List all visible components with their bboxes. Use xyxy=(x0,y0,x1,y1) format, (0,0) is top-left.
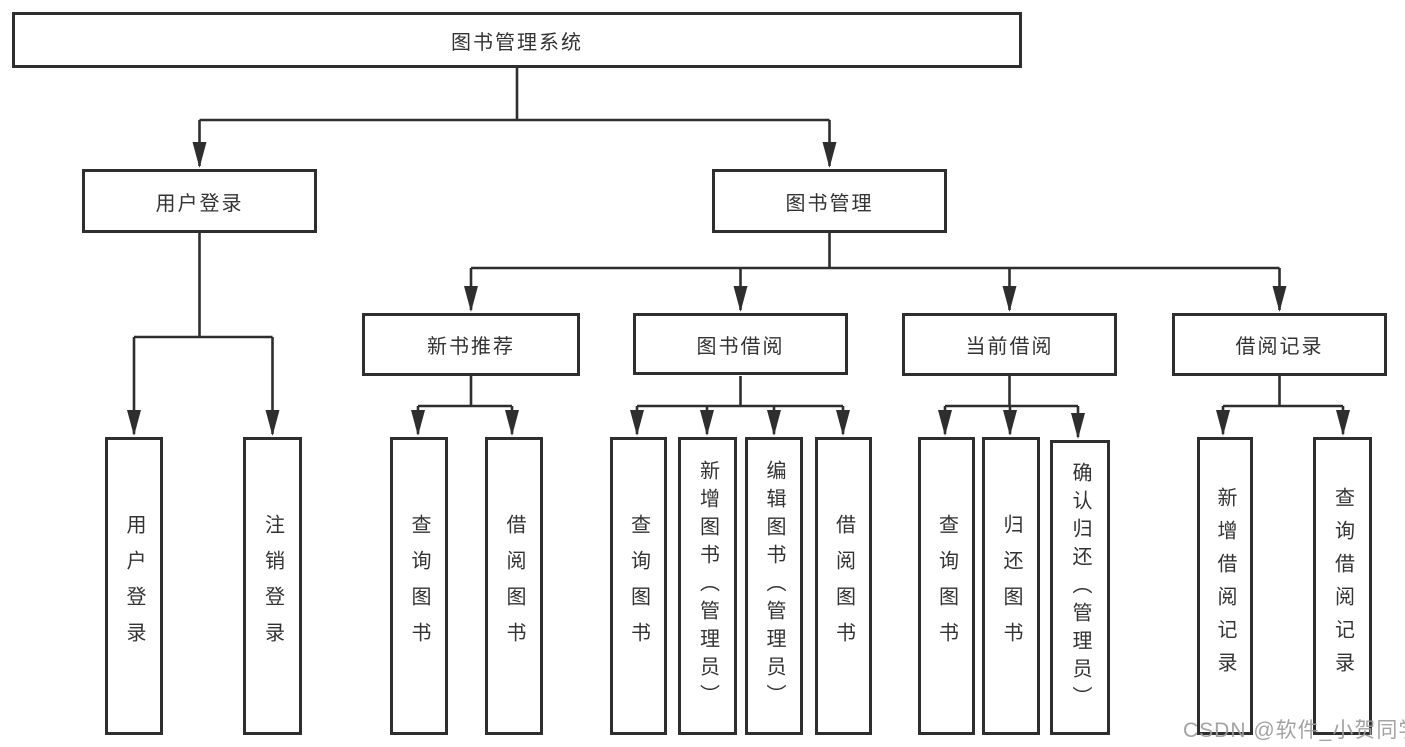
leaf-query-borrow-record-label: 查询借阅记录 xyxy=(1331,487,1354,685)
leaf-newbooks-query-books-label: 查询图书 xyxy=(408,514,430,658)
node-user-login: 用户登录 xyxy=(82,169,317,233)
leaf-add-borrow-record-label: 新增借阅记录 xyxy=(1214,487,1236,685)
leaf-edit-books-admin: 编辑图书（管理员） xyxy=(745,437,803,735)
leaf-borrowing-query-books: 查询图书 xyxy=(610,437,667,735)
arrowheads xyxy=(127,142,1350,439)
leaf-add-books-admin-label: 新增图书（管理员） xyxy=(696,460,719,712)
leaf-return-books: 归还图书 xyxy=(982,437,1040,735)
leaf-return-books-label: 归还图书 xyxy=(1000,514,1022,658)
node-current-borrowing-label: 当前借阅 xyxy=(965,336,1054,358)
node-new-book-recommend-label: 新书推荐 xyxy=(427,336,515,358)
node-current-borrowing: 当前借阅 xyxy=(902,313,1117,376)
leaf-borrowing-borrow-books-label: 借阅图书 xyxy=(832,514,855,658)
leaf-confirm-return-admin: 确认归还（管理员） xyxy=(1050,440,1110,735)
node-book-borrowing: 图书借阅 xyxy=(633,313,848,375)
node-borrowing-records-label: 借阅记录 xyxy=(1235,336,1324,358)
node-borrowing-records: 借阅记录 xyxy=(1172,313,1387,376)
leaf-user-login: 用户登录 xyxy=(105,437,163,735)
leaf-logout: 注销登录 xyxy=(243,437,302,735)
node-root: 图书管理系统 xyxy=(12,12,1022,68)
leaf-newbooks-borrow-books: 借阅图书 xyxy=(485,437,543,735)
node-user-login-label: 用户登录 xyxy=(155,192,244,215)
node-book-borrowing-label: 图书借阅 xyxy=(696,335,785,358)
leaf-current-query-books-label: 查询图书 xyxy=(935,514,958,658)
leaf-add-borrow-record: 新增借阅记录 xyxy=(1197,437,1253,735)
node-book-management: 图书管理 xyxy=(712,169,947,233)
leaf-add-books-admin: 新增图书（管理员） xyxy=(678,437,737,735)
csdn-watermark: CSDN @软件_小贺同学 xyxy=(1183,719,1405,742)
leaf-borrowing-query-books-label: 查询图书 xyxy=(627,514,650,658)
leaf-logout-label: 注销登录 xyxy=(261,514,284,658)
leaf-user-login-label: 用户登录 xyxy=(123,514,145,658)
leaf-newbooks-borrow-books-label: 借阅图书 xyxy=(503,514,525,658)
leaf-borrowing-borrow-books: 借阅图书 xyxy=(815,437,872,735)
leaf-edit-books-admin-label: 编辑图书（管理员） xyxy=(763,460,785,712)
node-book-management-label: 图书管理 xyxy=(785,192,874,215)
node-new-book-recommend: 新书推荐 xyxy=(362,313,580,376)
leaf-confirm-return-admin-label: 确认归还（管理员） xyxy=(1069,461,1091,714)
leaf-query-borrow-record: 查询借阅记录 xyxy=(1313,437,1372,735)
tree-edges xyxy=(132,68,1345,437)
leaf-newbooks-query-books: 查询图书 xyxy=(390,437,448,735)
node-root-label: 图书管理系统 xyxy=(451,31,583,54)
leaf-current-query-books: 查询图书 xyxy=(918,437,975,735)
